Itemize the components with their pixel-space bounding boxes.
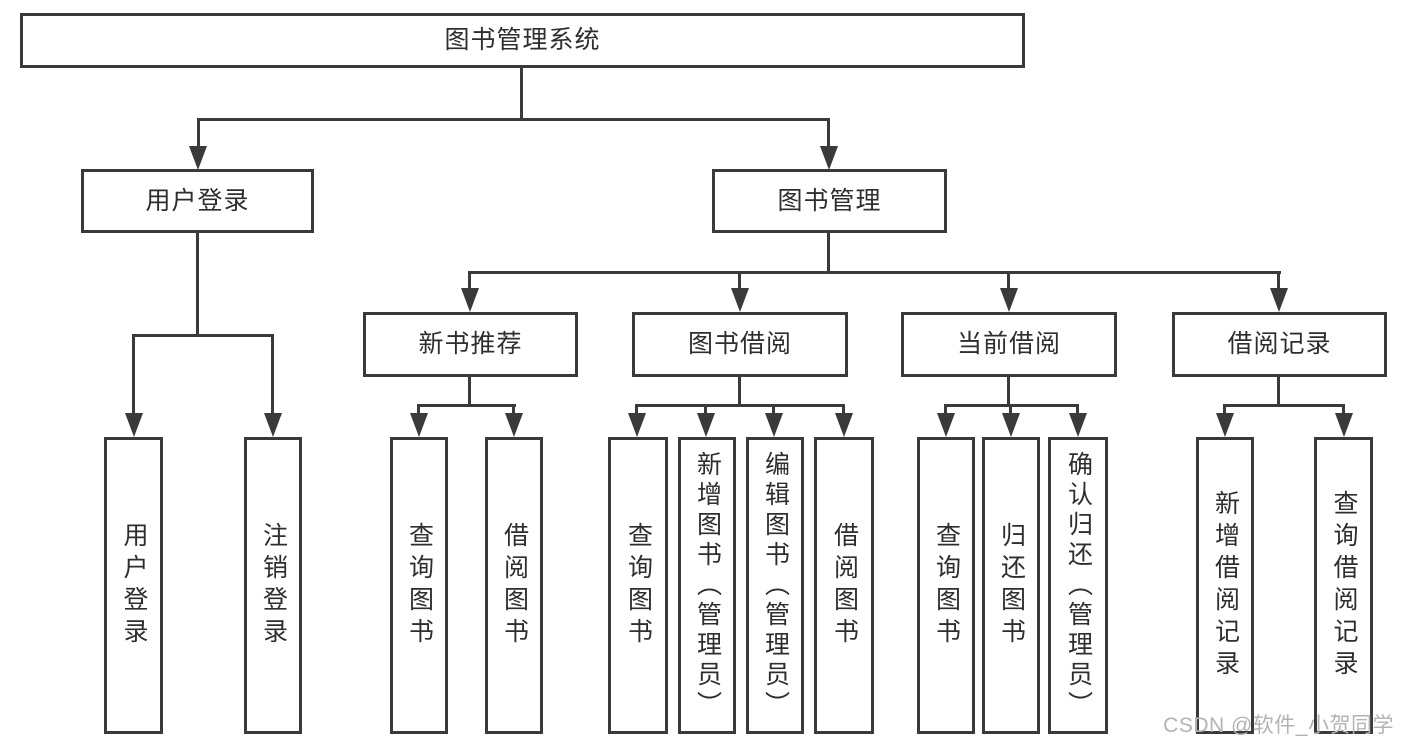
arrow-down-icon (820, 146, 838, 170)
connector-line (1223, 404, 1226, 415)
node-current-borrow: 当前借阅 (901, 312, 1117, 377)
leaf-query-books-borrow-label: 查询图书 (624, 521, 653, 650)
leaf-query-books-current: 查询图书 (917, 437, 975, 734)
connector-line (827, 233, 830, 274)
leaf-logout: 注销登录 (244, 437, 302, 734)
node-book-borrow: 图书借阅 (632, 312, 848, 377)
connector-line (417, 404, 516, 407)
leaf-borrow-books: 借阅图书 (814, 437, 874, 734)
leaf-query-books-current-label: 查询图书 (932, 521, 961, 650)
leaf-borrow-books-label: 借阅图书 (830, 521, 859, 650)
connector-line (417, 404, 420, 415)
arrow-down-icon (189, 146, 207, 170)
node-library-system-label: 图书管理系统 (444, 26, 601, 54)
leaf-add-book-admin-label: 新增图书（管理员） (693, 450, 722, 721)
connector-line (772, 404, 775, 415)
arrow-down-icon (1069, 413, 1087, 437)
connector-line (635, 404, 845, 407)
connector-line (1223, 404, 1345, 407)
connector-line (197, 118, 830, 121)
connector-line (738, 377, 741, 406)
arrow-down-icon (125, 413, 143, 437)
arrow-down-icon (697, 413, 715, 437)
node-borrow-records: 借阅记录 (1172, 312, 1387, 377)
connector-line (1342, 404, 1345, 415)
connector-line (197, 118, 200, 148)
node-library-system: 图书管理系统 (20, 13, 1025, 68)
node-borrow-records-label: 借阅记录 (1227, 330, 1332, 358)
leaf-query-borrow-record-label: 查询借阅记录 (1330, 489, 1358, 682)
connector-line (196, 233, 199, 336)
arrow-down-icon (628, 413, 646, 437)
connector-line (512, 404, 515, 415)
arrow-down-icon (1000, 288, 1018, 312)
connector-line (827, 118, 830, 148)
arrow-down-icon (1335, 413, 1353, 437)
connector-line (738, 271, 741, 291)
leaf-add-book-admin: 新增图书（管理员） (678, 437, 736, 734)
connector-line (468, 377, 471, 406)
node-book-management: 图书管理 (712, 169, 947, 233)
node-book-borrow-label: 图书借阅 (687, 330, 792, 358)
connector-line (468, 271, 471, 291)
node-user-login-label: 用户登录 (145, 186, 250, 215)
connector-line (635, 404, 638, 415)
leaf-borrow-books-recommend: 借阅图书 (485, 437, 543, 734)
connector-line (1277, 377, 1280, 406)
connector-line (520, 68, 523, 121)
leaf-edit-book-admin: 编辑图书（管理员） (746, 437, 804, 734)
arrow-down-icon (264, 413, 282, 437)
connector-line (1277, 271, 1280, 291)
node-new-book-recommend: 新书推荐 (363, 312, 578, 377)
arrow-down-icon (731, 288, 749, 312)
arrow-down-icon (410, 413, 428, 437)
connector-line (1076, 404, 1079, 415)
leaf-add-borrow-record: 新增借阅记录 (1196, 437, 1254, 734)
connector-line (1009, 404, 1012, 415)
leaf-query-borrow-record: 查询借阅记录 (1314, 437, 1373, 734)
csdn-watermark: CSDN @软件_小贺同学 (1163, 714, 1394, 737)
connector-line (1007, 271, 1010, 291)
arrow-down-icon (505, 413, 523, 437)
node-new-book-recommend-label: 新书推荐 (418, 330, 523, 358)
arrow-down-icon (1002, 413, 1020, 437)
leaf-return-book-label: 归还图书 (997, 521, 1026, 650)
node-book-management-label: 图书管理 (777, 186, 882, 215)
leaf-add-borrow-record-label: 新增借阅记录 (1211, 489, 1240, 682)
connector-line (842, 404, 845, 415)
leaf-return-book: 归还图书 (982, 437, 1040, 734)
leaf-logout-label: 注销登录 (259, 521, 288, 650)
connector-line (944, 404, 947, 415)
connector-line (704, 404, 707, 415)
leaf-query-books-recommend: 查询图书 (390, 437, 448, 734)
arrow-down-icon (765, 413, 783, 437)
arrow-down-icon (461, 288, 479, 312)
arrow-down-icon (835, 413, 853, 437)
node-current-borrow-label: 当前借阅 (956, 330, 1061, 358)
leaf-confirm-return-admin: 确认归还（管理员） (1048, 437, 1108, 734)
leaf-query-books-borrow: 查询图书 (608, 437, 668, 734)
connector-line (468, 271, 1281, 274)
leaf-confirm-return-admin-label: 确认归还（管理员） (1064, 450, 1093, 721)
arrow-down-icon (937, 413, 955, 437)
connector-line (271, 334, 274, 415)
arrow-down-icon (1216, 413, 1234, 437)
leaf-borrow-books-recommend-label: 借阅图书 (500, 521, 529, 650)
connector-line (132, 334, 135, 415)
leaf-user-login-label: 用户登录 (120, 521, 148, 650)
node-user-login: 用户登录 (81, 169, 314, 233)
leaf-query-books-recommend-label: 查询图书 (405, 521, 434, 650)
leaf-user-login: 用户登录 (104, 437, 163, 734)
arrow-down-icon (1270, 288, 1288, 312)
leaf-edit-book-admin-label: 编辑图书（管理员） (761, 450, 790, 721)
connector-line (1007, 377, 1010, 406)
connector-line (132, 334, 274, 337)
